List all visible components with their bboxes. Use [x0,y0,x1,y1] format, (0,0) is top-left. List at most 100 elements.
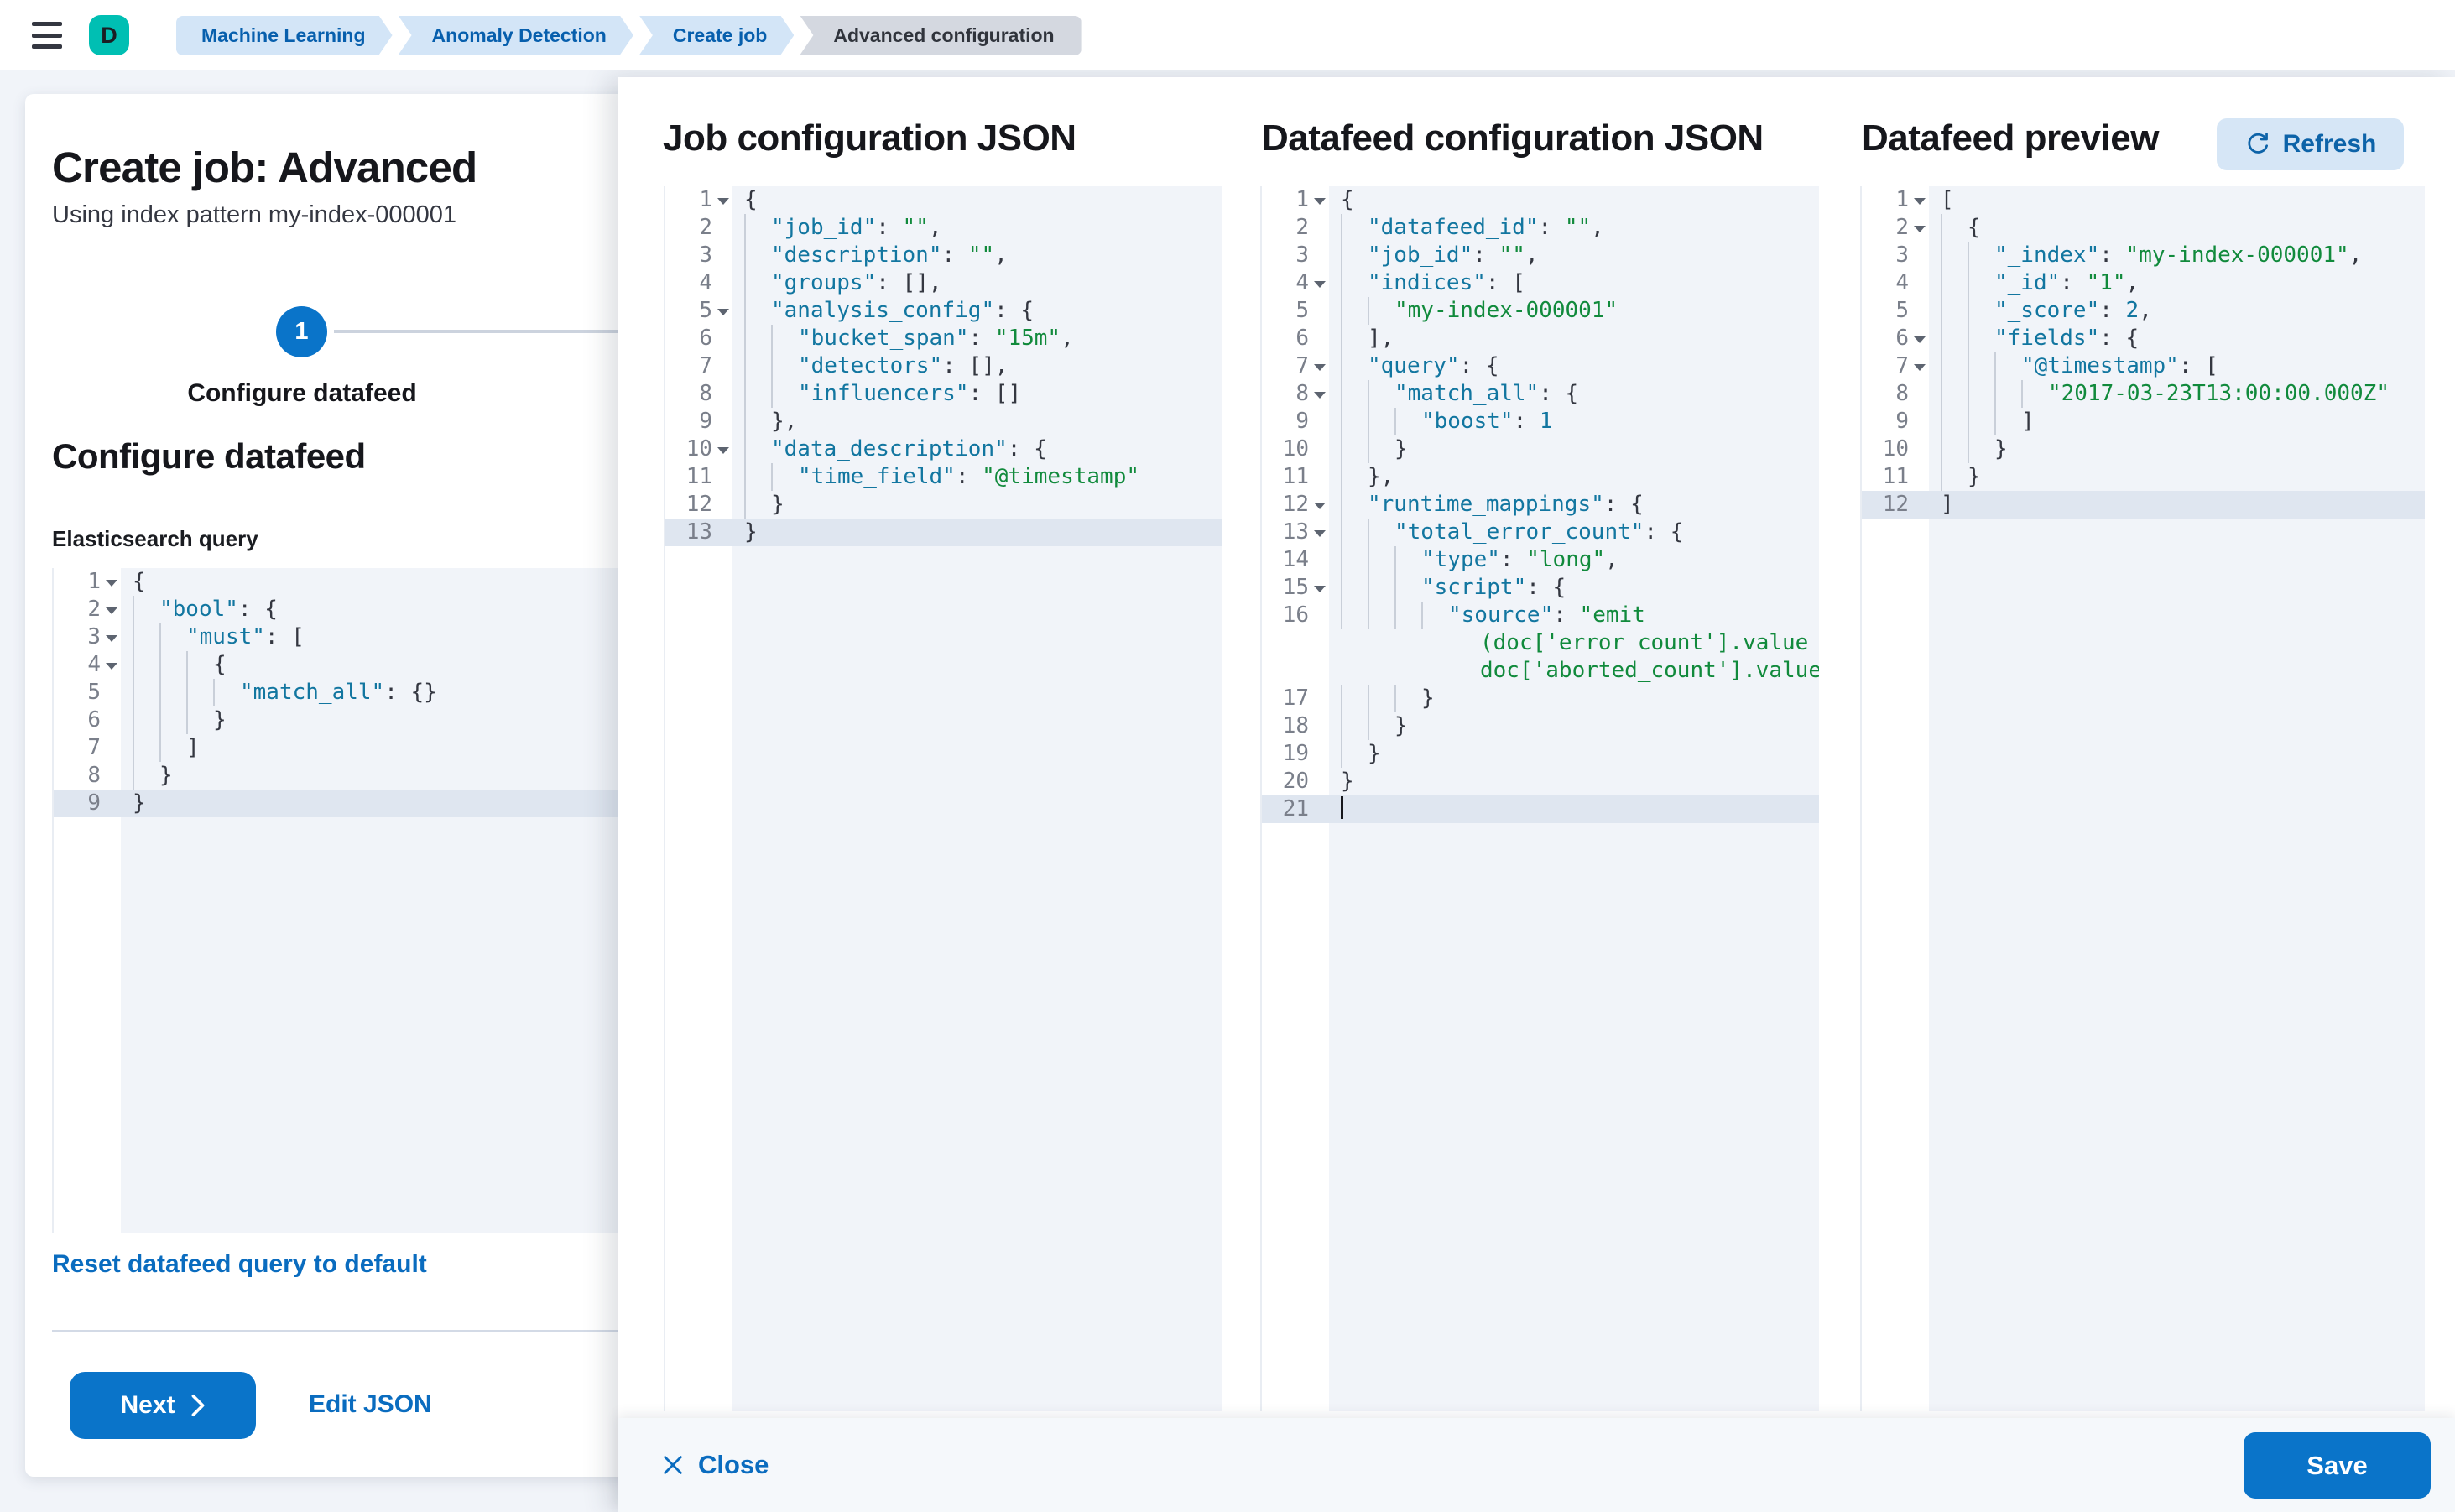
code-line: 3"description": "", [699,242,1008,269]
code-line: 7] [87,734,200,762]
code-line: 5"_score": 2, [1895,297,2152,325]
breadcrumb-item-create-job[interactable]: Create job [639,16,794,55]
fold-arrow-icon[interactable] [1314,281,1326,288]
fold-arrow-icon[interactable] [1914,198,1926,205]
fold-arrow-icon[interactable] [1314,530,1326,537]
code-line: 4"_id": "1", [1895,269,2140,297]
code-line: 6"fields": { [1895,325,2140,352]
code-line: 16"source": "emit [1282,602,1645,629]
fold-arrow-icon[interactable] [717,198,729,205]
datafeed-preview-title: Datafeed preview [1862,117,2159,159]
code-line: 4"indices": [ [1295,269,1525,297]
index-pattern-subtitle: Using index pattern my-index-000001 [52,201,456,228]
code-line: 17} [1282,685,1435,712]
save-button[interactable]: Save [2244,1432,2431,1499]
code-line: 9} [54,790,619,817]
fold-arrow-icon[interactable] [717,309,729,315]
refresh-icon [2248,133,2268,154]
code-line: 5"match_all": {} [87,679,437,706]
fold-arrow-icon[interactable] [106,580,117,587]
close-button[interactable]: Close [661,1450,769,1480]
close-button-label: Close [698,1450,769,1479]
fold-arrow-icon[interactable] [1914,336,1926,343]
code-line: 7"@timestamp": [ [1895,352,2218,380]
datafeed-preview-editor[interactable]: 1[2{3"_index": "my-index-000001",4"_id":… [1860,186,2425,1411]
editor-background [732,186,1222,1411]
code-line: 19} [1282,740,1381,768]
code-line: 3"_index": "my-index-000001", [1895,242,2363,269]
code-line: 18} [1282,712,1408,740]
code-line: 21 [1262,795,1819,823]
code-line: 1{ [1295,187,1354,212]
flyout-footer-bar: Close Save [618,1418,2455,1512]
code-line: 8} [87,762,173,790]
breadcrumb-item-advanced-configuration: Advanced configuration [800,15,1082,55]
code-line: 2"bool": { [87,596,278,623]
refresh-button-label: Refresh [2282,130,2377,158]
refresh-button[interactable]: Refresh [2217,118,2404,170]
code-line: 5"analysis_config": { [699,297,1035,325]
code-line: 8"2017-03-23T13:00:00.000Z" [1895,380,2390,408]
job-configuration-json-editor[interactable]: 1{2"job_id": "",3"description": "",4"gro… [664,186,1222,1411]
code-line: 6], [1295,325,1394,352]
datafeed-configuration-json-title: Datafeed configuration JSON [1262,117,1764,159]
code-line: 9}, [699,408,798,435]
code-line: 1{ [699,187,758,212]
elasticsearch-query-label: Elasticsearch query [52,526,258,551]
text-cursor [1341,796,1343,819]
code-line: 12"runtime_mappings": { [1282,491,1644,519]
code-line: 7"detectors": [], [699,352,1009,380]
code-line: 2"datafeed_id": "", [1295,214,1604,242]
fold-arrow-icon[interactable] [1314,392,1326,399]
breadcrumb: Machine Learning Anomaly Detection Creat… [176,15,1082,55]
fold-arrow-icon[interactable] [717,447,729,454]
code-line: 5"my-index-000001" [1295,297,1618,325]
code-line: 10"data_description": { [685,435,1047,463]
fold-arrow-icon[interactable] [106,635,117,642]
fold-arrow-icon[interactable] [1314,364,1326,371]
code-line: 12} [685,491,784,519]
page-title: Create job: Advanced [52,143,477,191]
step-progress-line [334,330,638,333]
step-1-indicator[interactable]: 1 [276,306,327,357]
code-line: 3"job_id": "", [1295,242,1539,269]
hamburger-menu-icon[interactable] [32,22,62,49]
fold-arrow-icon[interactable] [1314,586,1326,592]
elasticsearch-query-editor[interactable]: 1{2"bool": {3"must": [4{5"match_all": {}… [52,568,619,1233]
breadcrumb-item-machine-learning[interactable]: Machine Learning [176,16,393,55]
code-line: 1{ [87,569,146,594]
next-button-label: Next [120,1391,175,1419]
fold-arrow-icon[interactable] [1314,198,1326,205]
code-line: 9"boost": 1 [1295,408,1553,435]
configure-datafeed-heading: Configure datafeed [52,436,366,476]
fold-arrow-icon[interactable] [106,663,117,670]
editor-background [1929,186,2425,1411]
code-line: 2"job_id": "", [699,214,942,242]
job-configuration-json-title: Job configuration JSON [663,117,1076,159]
code-line: doc['aborted_count'].value)" [1480,658,1819,683]
space-avatar[interactable]: D [89,15,129,55]
fold-arrow-icon[interactable] [1914,226,1926,232]
edit-json-link[interactable]: Edit JSON [309,1390,432,1418]
code-line: 13} [665,519,1222,546]
code-line: 7"query": { [1295,352,1499,380]
code-line: 9] [1895,408,2035,435]
code-line: 11} [1882,463,1981,491]
code-line: 20} [1282,769,1354,794]
close-icon [664,1456,682,1474]
divider [52,1330,619,1332]
chevron-right-icon [191,1394,204,1417]
code-line: 8"match_all": { [1295,380,1579,408]
fold-arrow-icon[interactable] [1314,503,1326,509]
fold-arrow-icon[interactable] [1914,364,1926,371]
datafeed-configuration-json-editor[interactable]: 1{2"datafeed_id": "",3"job_id": "",4"ind… [1260,186,1819,1411]
code-line: 6} [87,706,227,734]
code-line: 1[ [1895,187,1954,212]
breadcrumb-item-anomaly-detection[interactable]: Anomaly Detection [399,16,633,55]
fold-arrow-icon[interactable] [106,607,117,614]
reset-datafeed-query-link[interactable]: Reset datafeed query to default [52,1250,427,1278]
step-1-label: Configure datafeed [187,379,417,407]
next-button[interactable]: Next [70,1372,256,1439]
code-line: (doc['error_count'].value + [1480,630,1819,655]
code-line: 11}, [1282,463,1394,491]
